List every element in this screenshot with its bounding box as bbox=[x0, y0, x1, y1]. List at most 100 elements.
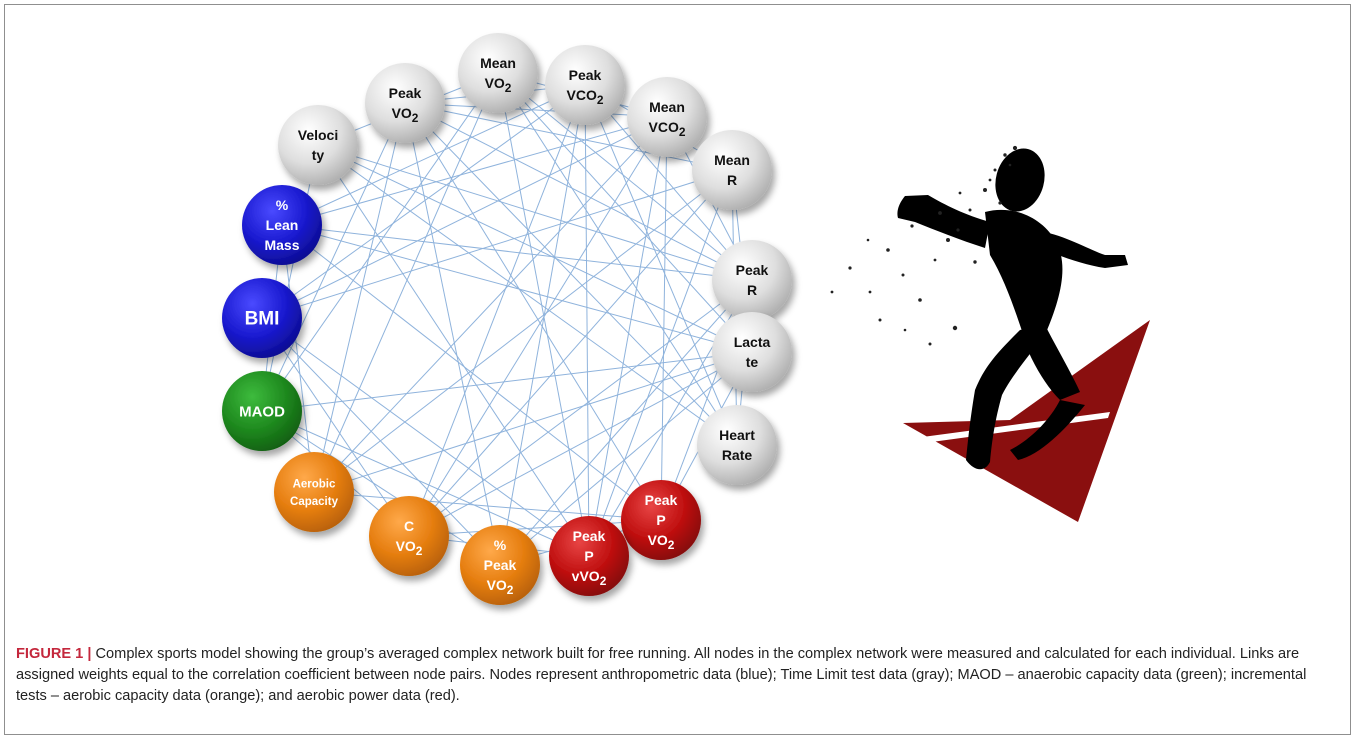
node-label: Peak bbox=[569, 67, 602, 83]
network-edge bbox=[281, 224, 753, 281]
node-label: Heart bbox=[719, 427, 755, 443]
node-label-subscript: 2 bbox=[597, 93, 604, 107]
node-circle bbox=[242, 185, 322, 265]
network-edge bbox=[408, 116, 668, 537]
node-circle bbox=[621, 480, 701, 560]
network-edge bbox=[281, 224, 315, 493]
node-circle bbox=[365, 63, 445, 143]
network-edge bbox=[261, 410, 501, 566]
network-edge bbox=[317, 144, 590, 557]
motion-dots bbox=[830, 145, 1018, 346]
network-edge bbox=[584, 84, 753, 281]
node-label: Aerobic bbox=[293, 478, 336, 490]
network-edge bbox=[408, 351, 753, 537]
network-edge bbox=[313, 169, 733, 493]
node-circle bbox=[274, 452, 354, 532]
node-label: Peak bbox=[389, 85, 422, 101]
node-circle bbox=[458, 33, 538, 113]
network-edge bbox=[261, 84, 586, 319]
node-label: BMI bbox=[245, 309, 280, 330]
network-edge bbox=[317, 144, 753, 353]
network-edge bbox=[261, 351, 753, 412]
runner-silhouette-icon bbox=[897, 148, 1128, 470]
node-label: R bbox=[747, 282, 757, 298]
node-circle bbox=[545, 45, 625, 125]
network-edge bbox=[261, 317, 590, 557]
network-edge bbox=[313, 72, 499, 493]
network-edge bbox=[281, 224, 662, 521]
network-edge bbox=[281, 84, 586, 226]
network-edge bbox=[261, 72, 499, 412]
node-label: R bbox=[727, 172, 737, 188]
network-edge bbox=[313, 102, 406, 493]
node-label-subscript: 2 bbox=[412, 111, 419, 125]
node-label: Lacta bbox=[734, 334, 771, 350]
network-edge bbox=[317, 144, 753, 281]
node-circle bbox=[222, 371, 302, 451]
node-label: ty bbox=[312, 147, 325, 163]
network-edge bbox=[660, 116, 668, 521]
network-edge bbox=[261, 169, 733, 319]
network-edge bbox=[408, 279, 753, 537]
network-edge bbox=[497, 72, 738, 446]
node-lactate: Lacta te bbox=[712, 312, 792, 392]
network-edge bbox=[404, 102, 738, 446]
node-label: te bbox=[746, 354, 759, 370]
node-label-subscript: 2 bbox=[679, 125, 686, 139]
node-label: Mean bbox=[649, 99, 685, 115]
node-label: Peak bbox=[484, 557, 517, 573]
network-edge bbox=[499, 351, 753, 566]
network-edge bbox=[313, 116, 668, 493]
network-edge bbox=[404, 102, 501, 566]
network-edge bbox=[261, 144, 319, 412]
node-label: Lean bbox=[266, 217, 299, 233]
node-label: P bbox=[656, 512, 665, 528]
node-label: Peak bbox=[736, 262, 769, 278]
network-edge bbox=[497, 72, 753, 353]
figure-caption: FIGURE 1 | Complex sports model showing … bbox=[16, 644, 1336, 707]
node-label: VCO2 bbox=[649, 119, 686, 139]
network-edge bbox=[261, 410, 590, 557]
node-label: vVO2 bbox=[572, 568, 607, 588]
runner-illustration bbox=[830, 145, 1150, 522]
network-edge bbox=[313, 351, 753, 493]
network-edge bbox=[408, 169, 733, 537]
network-edge bbox=[261, 102, 406, 412]
network-edge bbox=[404, 102, 753, 281]
caption-text: Complex sports model showing the group’s… bbox=[16, 646, 1307, 704]
node-maod: MAOD bbox=[222, 371, 302, 451]
node-circle bbox=[712, 240, 792, 320]
node-label: MAOD bbox=[239, 403, 285, 420]
node-label-subscript: 2 bbox=[668, 538, 675, 552]
node-circle bbox=[627, 77, 707, 157]
node-circle bbox=[278, 105, 358, 185]
track-shape bbox=[903, 320, 1150, 522]
node-label: % bbox=[494, 537, 507, 553]
node-circle bbox=[460, 525, 540, 605]
node-circle bbox=[712, 312, 792, 392]
network-edge bbox=[497, 72, 590, 557]
network-edge bbox=[497, 72, 753, 281]
node-circle bbox=[549, 516, 629, 596]
figure-label: FIGURE 1 | bbox=[16, 646, 92, 662]
network-edge bbox=[404, 102, 668, 118]
node-label: Rate bbox=[722, 447, 753, 463]
network-edge bbox=[261, 116, 668, 319]
node-label: VCO2 bbox=[567, 87, 604, 107]
node-label: Peak bbox=[573, 528, 606, 544]
node-label: Capacity bbox=[290, 496, 339, 508]
